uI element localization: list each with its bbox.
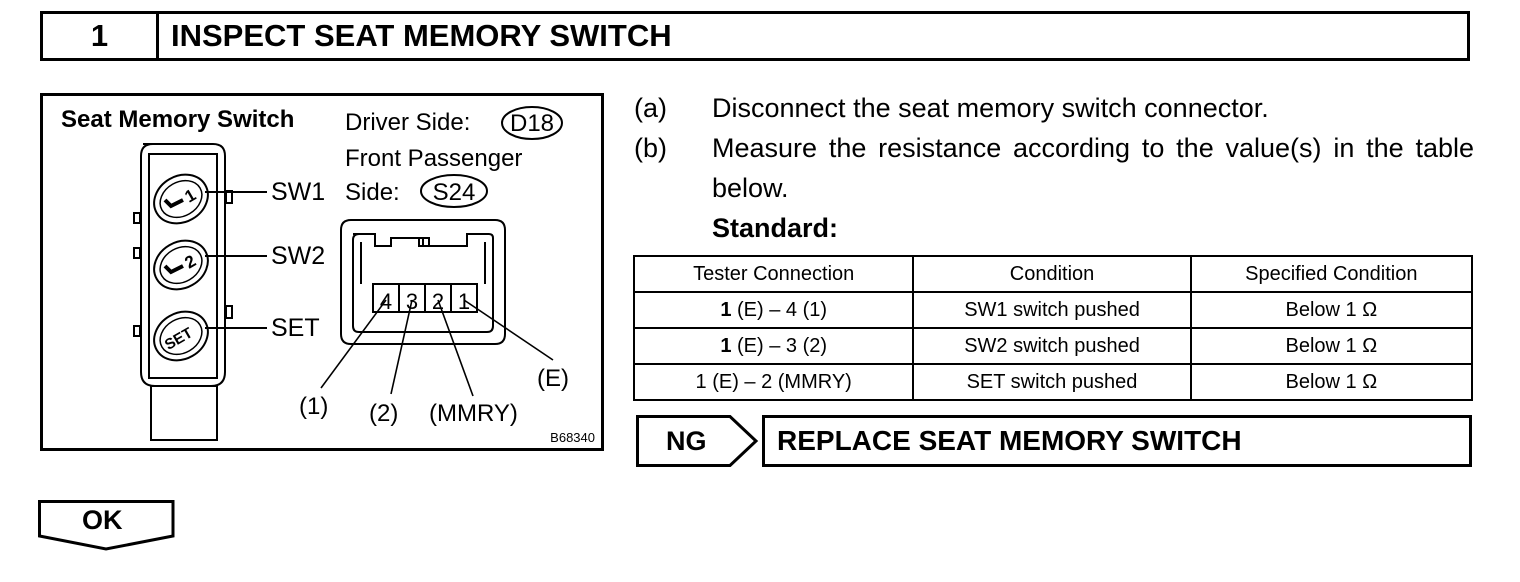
tester-connection: 1 (E) – 3 (2) (632, 327, 915, 365)
spec-cell: Below 1 Ω (1189, 291, 1474, 329)
ng-branch: NG REPLACE SEAT MEMORY SWITCH (636, 415, 1472, 467)
passenger-side-code: S24 (433, 179, 476, 206)
table-header: Tester Connection (632, 255, 915, 293)
table-row: 1 (E) – 4 (1) SW1 switch pushed Below 1 … (632, 291, 1474, 329)
ok-label: OK (82, 505, 123, 535)
connector (340, 219, 506, 345)
callout-pin3: (2) (369, 400, 398, 427)
label-sw2: SW2 (271, 242, 325, 270)
label-sw1: SW1 (271, 178, 325, 206)
step-a-label: (a) (634, 93, 667, 123)
step-title-bar: 1 INSPECT SEAT MEMORY SWITCH (40, 11, 1470, 61)
procedure-steps: (a) Disconnect the seat memory switch co… (634, 88, 1474, 248)
tester-connection: 1 (E) – 4 (1) (632, 291, 915, 329)
switch-diagram: Seat Memory Switch Driver Side: D18 Fron… (61, 106, 595, 445)
condition-cell: SET switch pushed (912, 363, 1192, 401)
step-a-text: Disconnect the seat memory switch connec… (712, 93, 1269, 123)
ng-label: NG (666, 426, 707, 456)
sw2-button: 2 (153, 239, 209, 291)
pin-4: 4 (380, 289, 392, 314)
table-row: 1 (E) – 3 (2) SW2 switch pushed Below 1 … (632, 327, 1474, 365)
table-row: 1 (E) – 2 (MMRY) SET switch pushed Below… (632, 363, 1474, 401)
driver-code-oval (501, 106, 563, 140)
switch-figure: Seat Memory Switch Driver Side: D18 Fron… (40, 93, 604, 451)
driver-side-label: Driver Side: (345, 109, 470, 136)
driver-side-code: D18 (510, 110, 554, 137)
sw1-button: 1 (153, 173, 209, 225)
figure-title: Seat Memory Switch (61, 106, 294, 133)
step-b: (b) Measure the resistance according to … (634, 128, 1474, 208)
condition-cell: SW1 switch pushed (912, 291, 1192, 329)
ok-arrow-shape (38, 500, 175, 551)
set-button: SET (153, 310, 209, 362)
figure-id: B68340 (550, 430, 595, 445)
table-header: Specified Condition (1189, 255, 1474, 293)
condition-cell: SW2 switch pushed (912, 327, 1192, 365)
table-header: Condition (912, 255, 1192, 293)
spec-cell: Below 1 Ω (1189, 327, 1474, 365)
ng-result: REPLACE SEAT MEMORY SWITCH (762, 415, 1472, 467)
callout-pin2: (MMRY) (429, 400, 518, 427)
label-set: SET (271, 314, 320, 342)
standard-label: Standard: (712, 213, 839, 243)
step-b-text: Measure the resistance according to the … (712, 133, 1474, 203)
callout-pin1: (E) (537, 365, 569, 392)
step-a: (a) Disconnect the seat memory switch co… (634, 88, 1474, 128)
passenger-line1: Front Passenger (345, 145, 522, 172)
spec-table: Tester Connection Condition Specified Co… (632, 255, 1474, 401)
step-b-label: (b) (634, 133, 667, 163)
passenger-line2: Side: (345, 179, 400, 206)
spec-cell: Below 1 Ω (1189, 363, 1474, 401)
pin-1: 1 (458, 289, 470, 314)
seat-icon (163, 198, 184, 209)
ng-arrow-shape (636, 415, 759, 467)
table-header-row: Tester Connection Condition Specified Co… (632, 255, 1474, 293)
callout-pin4: (1) (299, 393, 328, 420)
seat-icon (163, 264, 184, 275)
tester-connection: 1 (E) – 2 (MMRY) (632, 363, 915, 401)
step-number: 1 (43, 14, 159, 58)
passenger-code-oval (420, 174, 488, 208)
step-title: INSPECT SEAT MEMORY SWITCH (171, 18, 672, 53)
